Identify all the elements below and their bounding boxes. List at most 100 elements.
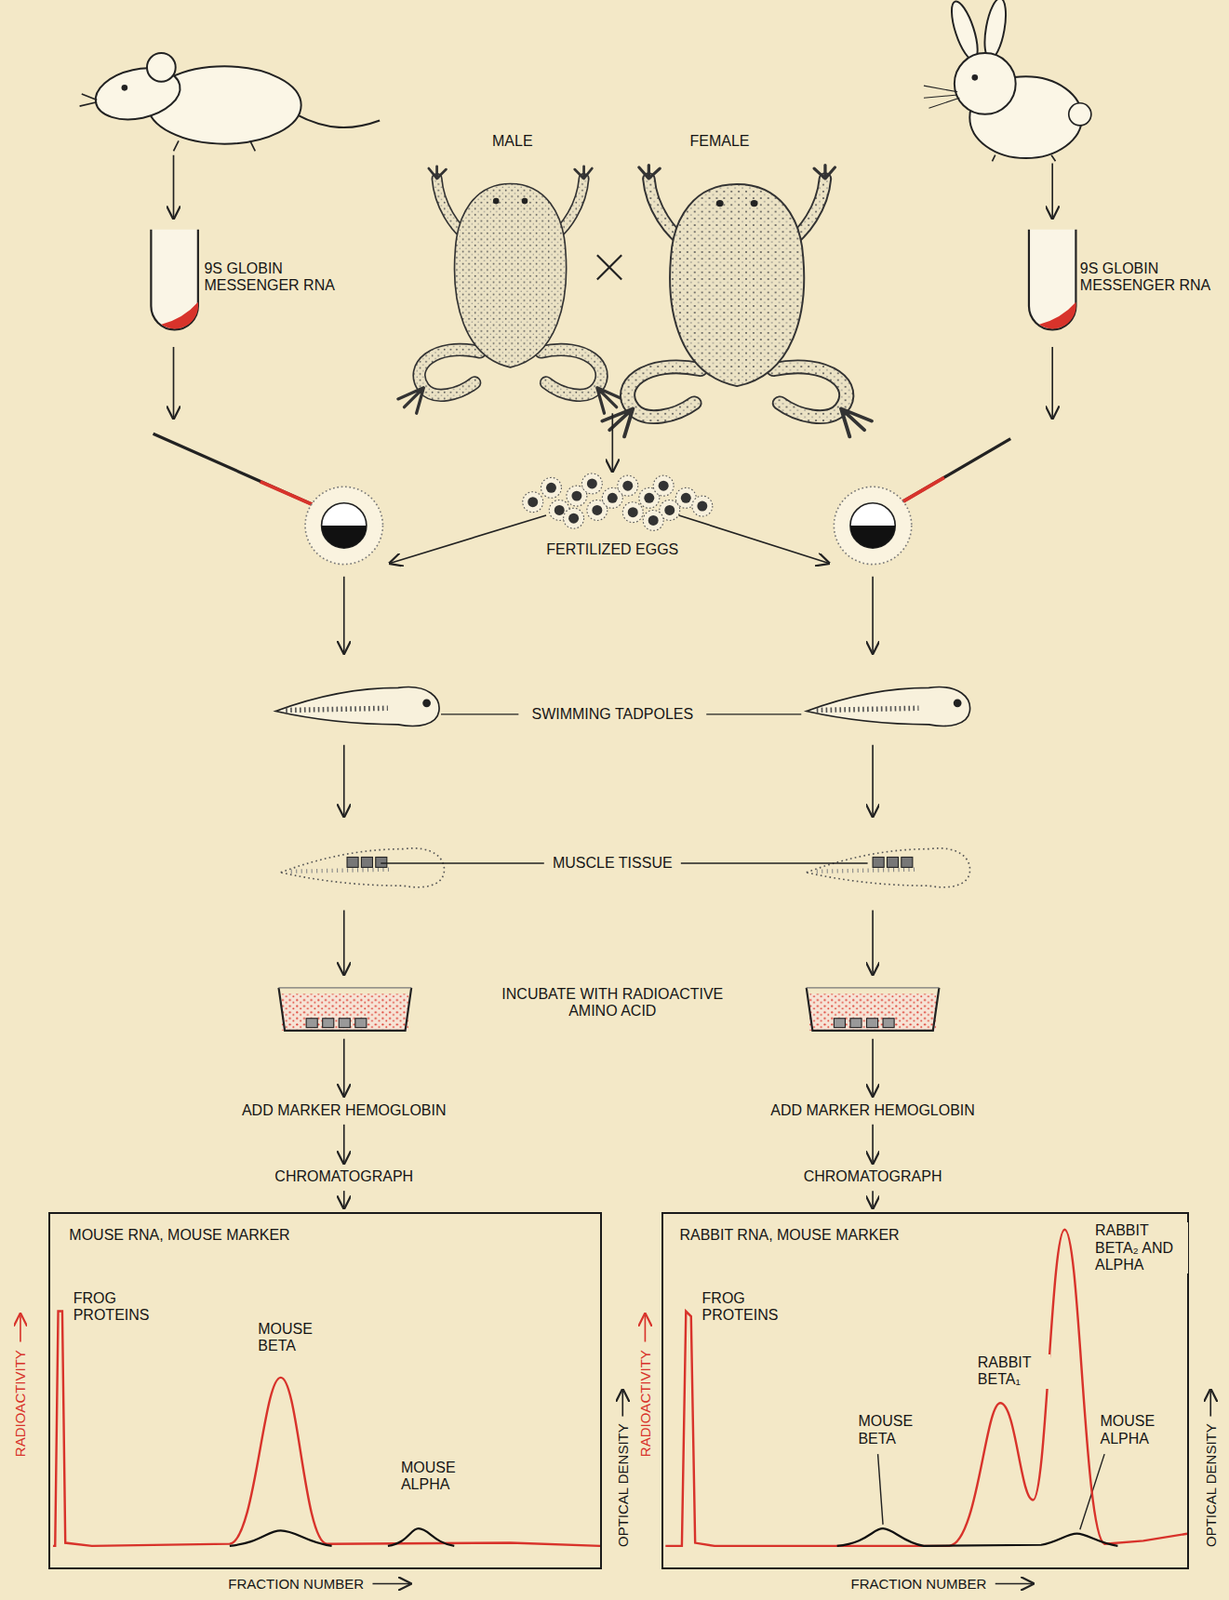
egg-cluster xyxy=(648,515,659,526)
egg-cluster xyxy=(658,480,669,492)
axis-label: RADIOACTIVITY xyxy=(637,1349,654,1457)
peak-label: RABBIT BETA₂ AND ALPHA xyxy=(1094,1222,1189,1274)
chart-frame: RABBIT RNA, MOUSE MARKER FROG PROTEINS RAB… xyxy=(661,1212,1189,1570)
egg-cluster xyxy=(563,507,585,529)
injection-needle xyxy=(888,439,1012,511)
axis-arrow xyxy=(1209,1389,1212,1417)
egg-cluster xyxy=(591,505,602,516)
rabbit-drawing xyxy=(923,85,960,108)
flow-arrow xyxy=(343,909,346,975)
radioactivity-curve xyxy=(53,1311,601,1547)
leader-line xyxy=(878,1454,1106,1530)
tadpole xyxy=(280,848,445,888)
egg-cluster xyxy=(622,502,643,523)
tadpole xyxy=(275,687,440,727)
axis-label: OPTICAL DENSITY xyxy=(1202,1423,1219,1548)
mouse-drawing xyxy=(295,114,380,128)
axis-arrow xyxy=(372,1583,411,1586)
rabbit-drawing xyxy=(923,0,1092,161)
egg-cluster xyxy=(692,495,713,517)
peak-label: FROG PROTEINS xyxy=(701,1290,796,1325)
step-label: ADD MARKER HEMOGLOBIN xyxy=(241,1102,447,1120)
oocyte xyxy=(305,486,912,564)
radioactivity-curve xyxy=(665,1229,1188,1547)
rabbit-drawing xyxy=(991,155,1056,162)
frog-drawing xyxy=(398,164,872,437)
test-tube xyxy=(160,302,199,330)
flow-arrow xyxy=(343,576,346,654)
peak-label: MOUSE ALPHA xyxy=(400,1459,474,1495)
mouse-drawing xyxy=(146,53,176,82)
optical-density-curve xyxy=(229,1530,333,1546)
flow-arrow xyxy=(871,909,874,975)
flow-arrow xyxy=(1051,347,1054,419)
flow-arrow xyxy=(1051,163,1054,219)
axis-label: FRACTION NUMBER xyxy=(851,1576,988,1592)
flow-arrow xyxy=(871,576,874,654)
egg-cluster xyxy=(664,505,675,516)
flow-arrow xyxy=(611,413,614,472)
mouse-drawing xyxy=(80,53,381,151)
chart-title: MOUSE RNA, MOUSE MARKER xyxy=(67,1227,291,1244)
egg-cluster xyxy=(643,493,655,504)
test-tube xyxy=(1039,302,1077,330)
flow-arrow xyxy=(343,1190,346,1209)
rabbit-drawing xyxy=(980,0,1010,61)
injection-needle xyxy=(260,481,320,508)
sample-label: 9S GLOBIN MESSENGER RNA xyxy=(203,260,358,295)
flow-arrow xyxy=(871,745,874,817)
step-label: CHROMATOGRAPH xyxy=(803,1168,943,1186)
axis-label: FRACTION NUMBER xyxy=(227,1576,364,1592)
peak-label: MOUSE ALPHA xyxy=(1098,1413,1173,1448)
step-label: ADD MARKER HEMOGLOBIN xyxy=(770,1102,976,1120)
peak-label: FROG PROTEINS xyxy=(72,1290,167,1325)
flow-arrow xyxy=(679,515,829,564)
axis-arrow xyxy=(644,1314,647,1343)
flow-arrow xyxy=(343,1039,346,1096)
egg-cluster xyxy=(622,480,633,492)
culture-dish xyxy=(279,988,413,1031)
sex-label: MALE xyxy=(492,133,534,150)
flow-arrow xyxy=(173,155,175,219)
sex-label: FEMALE xyxy=(690,133,750,150)
step-label: FERTILIZED EGGS xyxy=(546,541,679,559)
flow-arrow xyxy=(871,1190,874,1209)
flow-arrow xyxy=(389,515,547,564)
egg-cluster xyxy=(653,475,674,496)
flow-arrow xyxy=(173,347,175,419)
step-label: INCUBATE WITH RADIOACTIVE AMINO ACID xyxy=(490,986,735,1021)
tadpole xyxy=(275,687,970,888)
frog-drawing xyxy=(597,254,622,280)
frog-drawing xyxy=(601,164,872,437)
culture-dish xyxy=(806,988,940,1031)
egg-cluster xyxy=(627,507,639,518)
egg-cluster xyxy=(546,482,557,494)
rabbit-drawing xyxy=(972,74,979,81)
chart-frame: MOUSE RNA, MOUSE MARKER FROG PROTEINS MOUS… xyxy=(48,1212,603,1570)
test-tube xyxy=(1028,229,1076,331)
step-label: SWIMMING TADPOLES xyxy=(531,706,694,723)
step-label: MUSCLE TISSUE xyxy=(552,854,673,872)
optical-density-curve xyxy=(837,1528,1119,1547)
flow-arrow xyxy=(343,1124,346,1164)
chart-title: RABBIT RNA, MOUSE MARKER xyxy=(678,1227,900,1244)
egg-cluster xyxy=(617,475,639,496)
sample-label: 9S GLOBIN MESSENGER RNA xyxy=(1080,260,1218,295)
flow-arrow xyxy=(343,745,346,817)
radioactivity-curve xyxy=(53,1229,1188,1547)
optical-density-curve xyxy=(229,1528,1119,1547)
axis-label: OPTICAL DENSITY xyxy=(614,1423,631,1548)
rabbit-drawing xyxy=(1068,103,1092,126)
egg-cluster xyxy=(681,493,692,504)
mouse-drawing xyxy=(80,93,256,151)
egg-cluster xyxy=(527,496,538,508)
optical-density-curve xyxy=(387,1528,455,1547)
mouse-drawing xyxy=(121,84,129,92)
oocyte xyxy=(833,486,911,564)
egg-cluster xyxy=(696,501,708,512)
peak-label: RABBIT BETA₁ xyxy=(976,1354,1051,1390)
rabbit-drawing xyxy=(954,53,1016,115)
step-label: CHROMATOGRAPH xyxy=(274,1168,414,1186)
flow-arrow xyxy=(173,155,1054,1209)
